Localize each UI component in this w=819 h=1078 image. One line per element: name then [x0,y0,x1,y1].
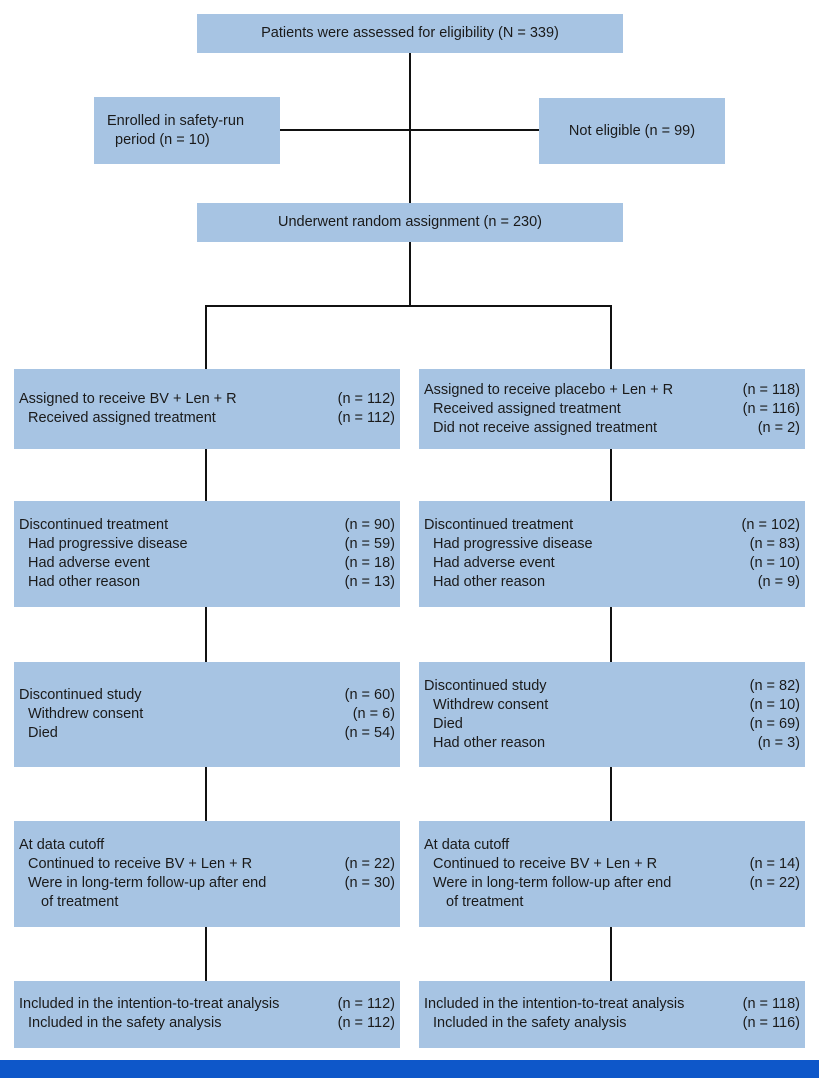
connector-side-branch [280,129,539,131]
right-adverse-row: Had adverse event(n = 10) [433,555,800,571]
connector-right-4 [610,927,612,981]
connector-left-4 [205,927,207,981]
right-other-reason-study-row: Had other reason(n = 3) [433,735,800,751]
left-died-row: Died(n = 54) [28,725,395,741]
left-cutoff-heading: At data cutoff [19,837,105,853]
left-itt-row: Included in the intention-to-treat analy… [19,996,395,1012]
right-safety-row: Included in the safety analysis(n = 116) [433,1015,800,1031]
right-continued-row: Continued to receive BV + Len + R(n = 14… [433,856,800,872]
right-assigned-row: Assigned to receive placebo + Len + R(n … [424,382,800,398]
left-followup-continuation: of treatment [41,894,119,910]
enrolled-safety-run-box: Enrolled in safety-run period (n = 10) [94,97,280,164]
right-not-received-row: Did not receive assigned treatment(n = 2… [433,420,800,436]
not-eligible-text: Not eligible (n = 99) [568,122,696,139]
left-received-row: Received assigned treatment(n = 112) [28,410,395,426]
left-discontinued-treatment-box: Discontinued treatment(n = 90) Had progr… [14,501,400,607]
right-other-reason-row: Had other reason(n = 9) [433,574,800,590]
connector-left-1 [205,449,207,501]
right-cutoff-heading: At data cutoff [424,837,510,853]
connector-random-down [409,242,411,306]
right-received-row: Received assigned treatment(n = 116) [433,401,800,417]
right-followup-continuation: of treatment [446,894,524,910]
left-adverse-row: Had adverse event(n = 18) [28,555,395,571]
connector-arm-split [205,305,612,307]
not-eligible-box: Not eligible (n = 99) [539,98,725,164]
connector-left-2 [205,607,207,662]
right-cutoff-box: At data cutoff Continued to receive BV +… [419,821,805,927]
connector-right-2 [610,607,612,662]
enrolled-line-1: Enrolled in safety-run [107,113,245,129]
connector-right-3 [610,767,612,821]
right-progressive-row: Had progressive disease(n = 83) [433,536,800,552]
right-followup-row: Were in long-term follow-up after end(n … [433,875,800,891]
enrolled-line-2: period (n = 10) [115,132,210,148]
connector-left-arm-down [205,305,207,369]
assessed-box: Patients were assessed for eligibility (… [197,14,623,53]
right-discontinued-study-box: Discontinued study(n = 82) Withdrew cons… [419,662,805,767]
connector-right-1 [610,449,612,501]
connector-left-3 [205,767,207,821]
left-assigned-row: Assigned to receive BV + Len + R(n = 112… [19,391,395,407]
left-discontinued-study-box: Discontinued study(n = 60) Withdrew cons… [14,662,400,767]
random-assignment-box: Underwent random assignment (n = 230) [197,203,623,242]
left-assigned-box: Assigned to receive BV + Len + R(n = 112… [14,369,400,449]
left-other-reason-row: Had other reason(n = 13) [28,574,395,590]
left-followup-row: Were in long-term follow-up after end(n … [28,875,395,891]
right-disc-treatment-row: Discontinued treatment(n = 102) [424,517,800,533]
footer-bar [0,1060,819,1078]
left-continued-row: Continued to receive BV + Len + R(n = 22… [28,856,395,872]
right-disc-study-row: Discontinued study(n = 82) [424,678,800,694]
random-assignment-text: Underwent random assignment (n = 230) [278,214,542,230]
left-withdrew-row: Withdrew consent(n = 6) [28,706,395,722]
left-disc-study-row: Discontinued study(n = 60) [19,687,395,703]
assessed-text: Patients were assessed for eligibility (… [261,25,559,41]
connector-top-trunk [409,53,411,203]
right-withdrew-row: Withdrew consent(n = 10) [433,697,800,713]
right-assigned-box: Assigned to receive placebo + Len + R(n … [419,369,805,449]
left-cutoff-box: At data cutoff Continued to receive BV +… [14,821,400,927]
right-analysis-box: Included in the intention-to-treat analy… [419,981,805,1048]
left-disc-treatment-row: Discontinued treatment(n = 90) [19,517,395,533]
left-progressive-row: Had progressive disease(n = 59) [28,536,395,552]
right-died-row: Died(n = 69) [433,716,800,732]
right-itt-row: Included in the intention-to-treat analy… [424,996,800,1012]
left-safety-row: Included in the safety analysis(n = 112) [28,1015,395,1031]
connector-right-arm-down [610,305,612,369]
right-discontinued-treatment-box: Discontinued treatment(n = 102) Had prog… [419,501,805,607]
left-analysis-box: Included in the intention-to-treat analy… [14,981,400,1048]
